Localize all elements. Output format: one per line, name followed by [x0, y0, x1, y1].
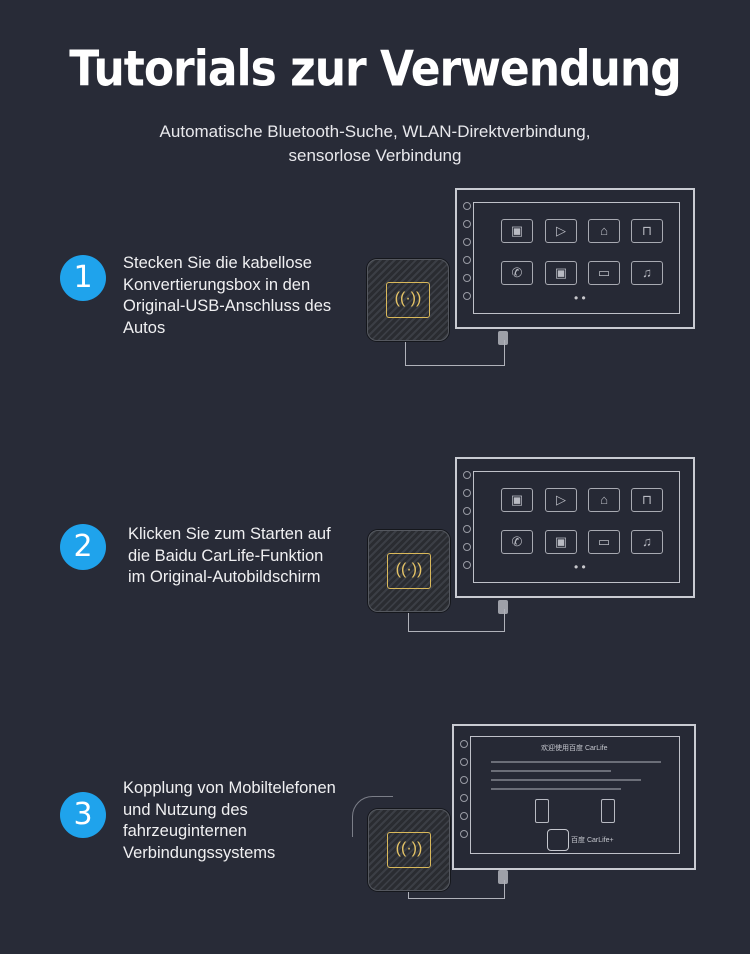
play-icon: ▷	[545, 219, 577, 243]
wifi-icon: ((·))	[387, 553, 431, 589]
mirror-icon: ▭	[588, 261, 620, 285]
instruction-line	[491, 779, 641, 781]
screen-buttons	[463, 471, 471, 579]
carlife-brand: 百度 CarLife+	[571, 837, 614, 844]
car-icon: ⊓	[631, 488, 663, 512]
screen-buttons	[463, 202, 471, 310]
instruction-line	[491, 761, 661, 763]
usb-cable	[408, 609, 505, 632]
subtitle-line-2: sensorlose Verbindung	[288, 146, 462, 165]
step-number-badge: 1	[60, 255, 106, 301]
step-description: Stecken Sie die kabellose Konvertierungs…	[123, 253, 358, 339]
car-screen: 欢迎使用百度 CarLife 百度 CarLife+	[452, 724, 696, 870]
headset-icon: ♫	[631, 530, 663, 554]
car-screen: ▣ ▷ ⌂ ⊓ ✆ ▣ ▭ ♫ • •	[455, 457, 695, 598]
wifi-icon: ((·))	[386, 282, 430, 318]
usb-cable	[405, 340, 505, 366]
app-icon: ▣	[545, 530, 577, 554]
step-text-line: Verbindungssystems	[123, 843, 276, 862]
phone-icon: ✆	[501, 530, 533, 554]
mirror-icon: ▭	[588, 530, 620, 554]
carlife-heading: 欢迎使用百度 CarLife	[541, 745, 608, 752]
page-title: Tutorials zur Verwendung	[69, 40, 681, 99]
page-indicator: • •	[574, 560, 586, 574]
radio-icon: ▣	[501, 488, 533, 512]
app-icon: ▣	[545, 261, 577, 285]
wireless-adapter-box: ((·))	[368, 530, 450, 612]
step-number-badge: 2	[60, 524, 106, 570]
step-description: Kopplung von Mobiltelefonen und Nutzung …	[123, 778, 358, 864]
wireless-adapter-box: ((·))	[367, 259, 449, 341]
usb-connector	[498, 600, 508, 614]
wifi-icon: ((·))	[387, 832, 431, 868]
step-text-line: Kopplung von Mobiltelefonen	[123, 779, 336, 797]
screen-display: 欢迎使用百度 CarLife 百度 CarLife+	[470, 736, 680, 854]
map-icon: ⌂	[588, 219, 620, 243]
step-text-line: und Nutzung des	[123, 800, 248, 819]
step-text-line: Konvertierungsbox in den	[123, 275, 311, 294]
step-text-line: Klicken Sie zum Starten auf	[128, 525, 331, 543]
page-indicator: • •	[574, 291, 586, 305]
signal-wave-icon	[352, 796, 393, 837]
instruction-line	[491, 788, 621, 790]
subtitle-line-1: Automatische Bluetooth-Suche, WLAN-Direk…	[159, 122, 591, 141]
step-text-line: die Baidu CarLife-Funktion	[128, 546, 324, 565]
play-icon: ▷	[545, 488, 577, 512]
screen-display: ▣ ▷ ⌂ ⊓ ✆ ▣ ▭ ♫ • •	[473, 202, 680, 314]
wireless-adapter-box: ((·))	[368, 809, 450, 891]
step-text-line: Original-USB-Anschluss des	[123, 297, 332, 315]
step-text-line: fahrzeuginternen	[123, 822, 247, 840]
phone-icon: ✆	[501, 261, 533, 285]
step-text-line: Autos	[123, 318, 166, 337]
screen-buttons	[460, 740, 468, 848]
step-description: Klicken Sie zum Starten auf die Baidu Ca…	[128, 524, 368, 589]
radio-icon: ▣	[501, 219, 533, 243]
map-icon: ⌂	[588, 488, 620, 512]
headset-icon: ♫	[631, 261, 663, 285]
step-number-badge: 3	[60, 792, 106, 838]
instruction-line	[491, 770, 611, 772]
screen-display: ▣ ▷ ⌂ ⊓ ✆ ▣ ▭ ♫ • •	[473, 471, 680, 583]
car-screen: ▣ ▷ ⌂ ⊓ ✆ ▣ ▭ ♫ • •	[455, 188, 695, 329]
carlife-logo-icon	[547, 829, 569, 851]
usb-connector	[498, 331, 508, 345]
usb-connector	[498, 870, 508, 884]
step-text-line: Stecken Sie die kabellose	[123, 254, 312, 272]
phone-right-icon	[601, 799, 615, 823]
phone-left-icon	[535, 799, 549, 823]
page-subtitle: Automatische Bluetooth-Suche, WLAN-Direk…	[0, 120, 750, 168]
car-icon: ⊓	[631, 219, 663, 243]
step-text-line: im Original-Autobildschirm	[128, 568, 321, 586]
